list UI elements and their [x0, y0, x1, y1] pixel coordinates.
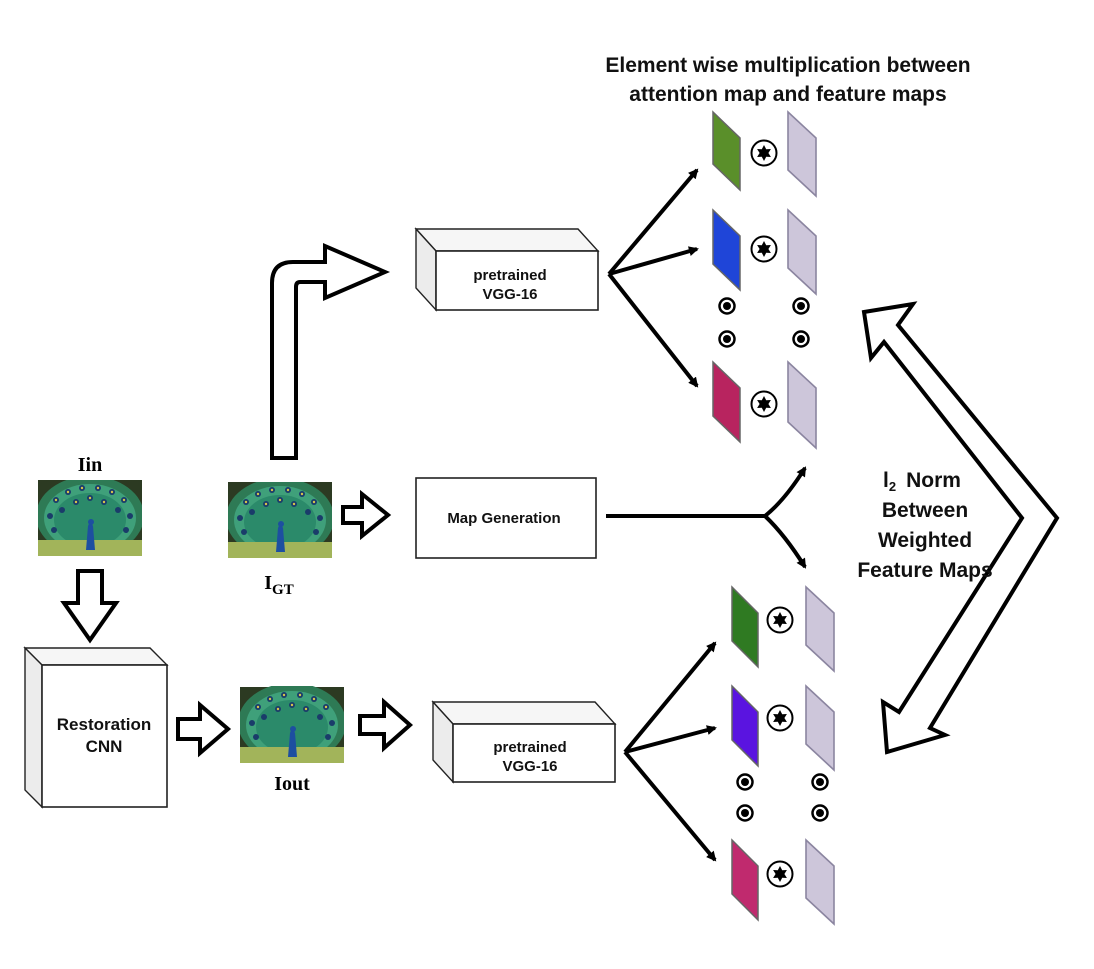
top-branch-arrows [607, 168, 699, 388]
feature-map [787, 110, 817, 198]
bent-arrow-icon [270, 242, 391, 460]
right-arrow-icon [358, 697, 414, 753]
output-label-sub: out [282, 773, 310, 795]
gt-label: IGT [264, 572, 293, 598]
vgg-bottom-block: pretrained VGG-16 [431, 700, 617, 784]
ellipsis-dot-icon [718, 297, 736, 315]
norm-line3: Weighted [878, 529, 972, 552]
restoration-label-2: CNN [86, 737, 123, 756]
top-feature-maps [712, 110, 817, 450]
l2-norm-label: l2 Norm Between Weighted Feature Maps [857, 469, 992, 582]
ellipsis-dot-icon [736, 773, 754, 791]
norm-line1: l2 Norm [883, 469, 961, 494]
ellipsis-dot-icon [736, 804, 754, 822]
input-image [38, 480, 142, 556]
vgg-bottom-label-2: VGG-16 [502, 758, 557, 775]
map-generation-label: Map Generation [447, 510, 560, 527]
norm-line2: Between [882, 499, 968, 522]
attention-map [712, 110, 741, 192]
norm-line4: Feature Maps [857, 559, 992, 582]
down-arrow-icon [60, 569, 120, 644]
ellipsis-dot-icon [718, 330, 736, 348]
ellipsis-dot-icon [792, 330, 810, 348]
norm-subscript: 2 [889, 479, 896, 494]
header-line2: attention map and feature maps [629, 83, 946, 106]
restoration-cnn-block: Restoration CNN [23, 646, 169, 809]
input-label-main: I [78, 454, 86, 476]
attention-map [712, 208, 741, 292]
ellipsis-dot-icon [792, 297, 810, 315]
gt-label-main: I [264, 572, 272, 594]
header-line1: Element wise multiplication between [605, 54, 970, 77]
gt-label-sub: GT [272, 582, 294, 598]
output-image [240, 686, 344, 763]
norm-symbol: l [883, 469, 889, 492]
input-label-sub: in [86, 454, 103, 476]
star-multiply-icon [750, 139, 778, 167]
feature-map [787, 208, 817, 296]
ellipsis-dot-icon [811, 804, 829, 822]
map-generation-block: Map Generation [415, 477, 597, 559]
feature-map [805, 838, 835, 926]
vgg-top-label-1: pretrained [473, 267, 546, 284]
double-arrow-icon [861, 301, 1060, 755]
vgg-bottom-label-1: pretrained [493, 739, 566, 756]
ground-truth-image [228, 482, 332, 558]
restoration-label-1: Restoration [57, 715, 151, 734]
star-multiply-icon [750, 390, 778, 418]
attention-map [731, 585, 759, 669]
right-arrow-icon [341, 489, 392, 541]
input-label: Iin [78, 454, 102, 476]
star-multiply-icon [766, 606, 794, 634]
output-label: Iout [274, 773, 310, 795]
attention-split-arrows [606, 466, 807, 569]
vgg-top-block: pretrained VGG-16 [414, 227, 600, 312]
star-multiply-icon [750, 235, 778, 263]
feature-map [805, 585, 835, 673]
output-label-main: I [274, 773, 282, 795]
vgg-top-label-2: VGG-16 [482, 286, 537, 303]
attention-map [731, 838, 759, 922]
feature-map [805, 684, 835, 772]
feature-map [787, 360, 817, 450]
norm-word: Norm [906, 469, 961, 492]
bottom-branch-arrows [623, 641, 717, 862]
star-multiply-icon [766, 704, 794, 732]
right-arrow-icon [176, 700, 232, 758]
attention-map [712, 360, 741, 444]
attention-map [731, 684, 759, 768]
ellipsis-dot-icon [811, 773, 829, 791]
bottom-feature-maps [731, 585, 835, 926]
star-multiply-icon [766, 860, 794, 888]
